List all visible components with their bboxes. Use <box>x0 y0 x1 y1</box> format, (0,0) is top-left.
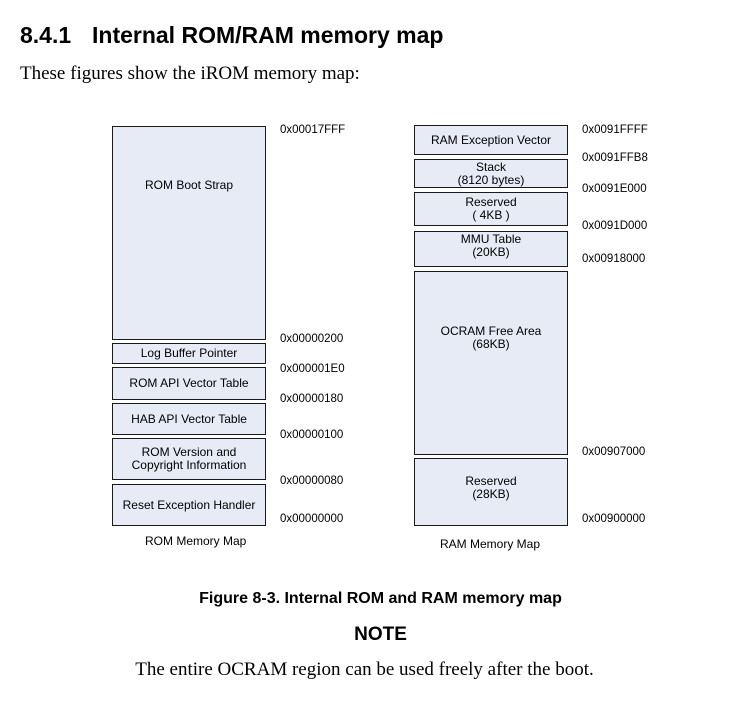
rom-region-rom-api-vector-table: ROM API Vector Table <box>112 367 266 400</box>
region-label: ( 4KB ) <box>472 208 510 222</box>
region-label: ROM Version and <box>141 445 237 459</box>
section-number: 8.4.1 <box>20 22 72 48</box>
ram-region-exception-vector: RAM Exception Vector <box>414 125 568 155</box>
note-title: NOTE <box>354 624 407 645</box>
region-label: (20KB) <box>472 245 510 259</box>
rom-address: 0x00000100 <box>280 429 344 441</box>
rom-address: 0x00000180 <box>280 393 344 405</box>
region-label: Copyright Information <box>131 458 247 472</box>
region-label: OCRAM Free Area <box>440 324 542 338</box>
rom-region-reset-exception-handler: Reset Exception Handler <box>112 484 266 526</box>
rom-region-hab-api-vector-table: HAB API Vector Table <box>112 403 266 435</box>
region-label: Stack <box>475 159 506 174</box>
rom-map-caption: ROM Memory Map <box>145 534 247 548</box>
rom-region-log-buffer-pointer: Log Buffer Pointer <box>112 343 266 364</box>
rom-region-boot-strap: ROM Boot Strap <box>112 126 266 340</box>
region-label: Reserved <box>465 474 517 488</box>
region-label: Log Buffer Pointer <box>140 346 238 360</box>
rom-address: 0x00000080 <box>280 475 344 487</box>
region-label: MMU Table <box>460 232 522 246</box>
region-label: HAB API Vector Table <box>131 411 247 426</box>
ram-address: 0x0091E000 <box>582 183 647 195</box>
section-title: Internal ROM/RAM memory map <box>92 22 444 48</box>
region-label: ROM API Vector Table <box>129 376 249 390</box>
rom-address: 0x000001E0 <box>280 363 345 375</box>
ram-region-reserved-28kb: Reserved (28KB) <box>414 458 568 526</box>
ram-region-reserved-4kb: Reserved ( 4KB ) <box>414 192 568 226</box>
region-label: Reset Exception Handler <box>122 497 256 512</box>
region-label: (68KB) <box>472 337 510 351</box>
ram-region-mmu-table: MMU Table (20KB) <box>414 231 568 267</box>
region-label: (28KB) <box>472 487 510 501</box>
note-text: The entire OCRAM region can be used free… <box>135 659 594 680</box>
ram-address: 0x0091D000 <box>582 220 648 232</box>
rom-address: 0x00000200 <box>280 333 344 345</box>
ram-region-ocram-free-area: OCRAM Free Area (68KB) <box>414 271 568 455</box>
figure-caption: Figure 8-3. Internal ROM and RAM memory … <box>199 590 562 607</box>
ram-address: 0x00900000 <box>582 513 646 525</box>
intro-paragraph: These figures show the iROM memory map: <box>20 63 360 84</box>
region-label: RAM Exception Vector <box>430 132 552 147</box>
ram-map-caption: RAM Memory Map <box>440 537 541 551</box>
rom-address: 0x00017FFF <box>280 124 346 136</box>
region-label: (8120 bytes) <box>457 172 525 187</box>
ram-address: 0x0091FFFF <box>582 124 648 136</box>
ram-address: 0x00918000 <box>582 253 646 265</box>
rom-address: 0x00000000 <box>280 513 344 525</box>
ram-region-stack: Stack (8120 bytes) <box>414 159 568 188</box>
rom-region-version-copyright: ROM Version and Copyright Information <box>112 438 266 480</box>
ram-address: 0x00907000 <box>582 446 646 458</box>
section-heading: 8.4.1 Internal ROM/RAM memory map <box>20 22 443 49</box>
region-label: Reserved <box>465 195 517 209</box>
region-label: ROM Boot Strap <box>144 178 234 192</box>
ram-address: 0x0091FFB8 <box>582 152 648 164</box>
